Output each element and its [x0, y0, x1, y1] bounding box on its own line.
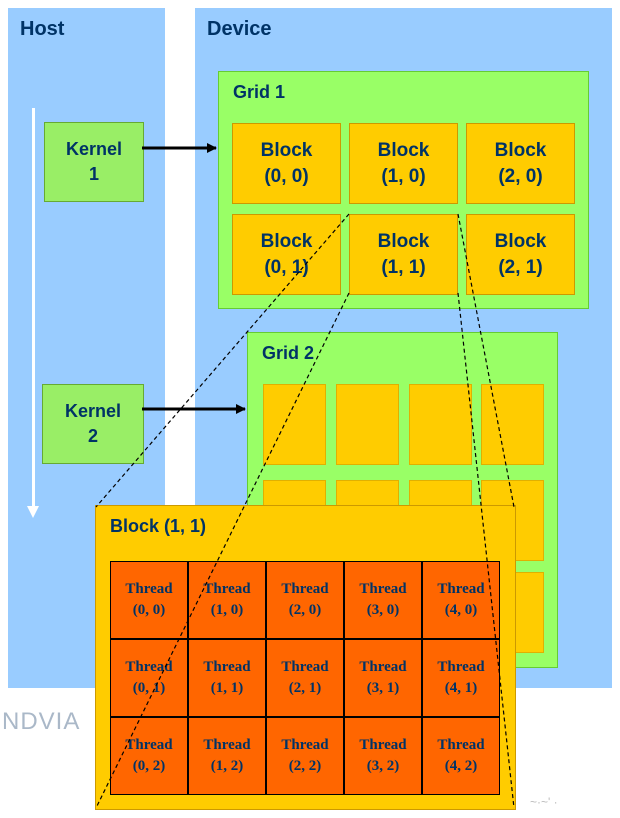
thread-label: Thread: [281, 659, 329, 675]
block-index: (0, 0): [264, 165, 309, 187]
thread-index: (2, 1): [288, 680, 322, 696]
thread-cell: Thread (2, 1): [266, 639, 344, 717]
timeline-arrow-shaft: [32, 108, 35, 508]
thread-cell: Thread(0, 1): [110, 639, 188, 717]
thread-cell: Thread (2, 2): [266, 717, 344, 795]
block-label: Block: [377, 230, 430, 252]
thread-label: Thread: [203, 737, 251, 753]
block-index: (1, 0): [381, 165, 426, 187]
block-detail-title: Block (1, 1): [110, 516, 207, 536]
zoom-line-left-top: [95, 213, 350, 508]
thread-label: Thread: [125, 737, 173, 753]
thread-cell: Thread (1, 2): [188, 717, 266, 795]
thread-label: Thread: [359, 737, 407, 753]
thread-cell: Thread (0, 2): [110, 717, 188, 795]
thread-cell: Thread (1, 1): [188, 639, 266, 717]
thread-label: Thread: [125, 581, 173, 597]
device-title: Device: [207, 18, 272, 40]
block-label: Block: [260, 230, 313, 252]
grid-1-title: Grid 1: [233, 82, 286, 102]
thread-index: (1, 2): [210, 758, 244, 774]
thread-label: Thread: [203, 659, 251, 675]
thread-index: (1, 1): [210, 680, 244, 696]
grid-1-block: Block (0, 1): [232, 214, 341, 295]
grid-2-block: [409, 384, 472, 465]
kernel-1-label: Kernel: [65, 139, 123, 159]
block-label: Block: [377, 139, 430, 161]
thread-label: Thread: [437, 659, 485, 675]
thread-label: Thread: [437, 737, 485, 753]
thread-label: Thread: [437, 581, 485, 597]
thread-index: (0, 0): [132, 602, 166, 618]
thread-cell: Thread (4, 2): [422, 717, 500, 795]
thread-cell: Thread (2, 0): [266, 561, 344, 639]
grid-1-block: Block (1, 1): [349, 214, 458, 295]
host-title: Host: [20, 18, 65, 40]
zoom-line-left-bottom: [95, 292, 350, 809]
thread-index: (1, 0): [210, 602, 244, 618]
thread-cell: Thread (3, 2): [344, 717, 422, 795]
thread-label: Thread: [203, 581, 251, 597]
thread-cell: Thread (3, 1): [344, 639, 422, 717]
thread-index: (3, 1): [366, 680, 400, 696]
block-index: (2, 0): [498, 165, 543, 187]
thread-index: (4, 1): [444, 680, 478, 696]
thread-cell: Thread (1, 0): [188, 561, 266, 639]
thread-index: (3, 0): [366, 602, 400, 618]
kernel-1-number: 1: [88, 164, 99, 184]
thread-label: Thread: [125, 659, 173, 675]
thread-index: (4, 2): [444, 758, 478, 774]
thread-cell: Thread (0, 0): [110, 561, 188, 639]
thread-index: (3, 2): [366, 758, 400, 774]
grid-1-block: Block (2, 1): [466, 214, 575, 295]
grid-2-block: [336, 384, 399, 465]
thread-index: (0, 2): [132, 758, 166, 774]
block-index: (0, 1): [264, 256, 309, 278]
kernel-2-number: 2: [87, 426, 98, 446]
thread-cell: Thread (4, 1): [422, 639, 500, 717]
block-index: (2, 1): [498, 256, 543, 278]
grid-2-block: [481, 384, 544, 465]
zoom-line-right-top: [457, 213, 515, 508]
thread-index: (2, 0): [288, 602, 322, 618]
block-index: (1, 1): [381, 256, 426, 278]
grid-1-block: Block (0, 0): [232, 123, 341, 204]
watermark-mark: ~·~' ·: [530, 795, 558, 809]
timeline-arrow-head: [27, 506, 39, 518]
zoom-line-right-bottom: [457, 292, 515, 809]
grid-1-block: Block (1, 0): [349, 123, 458, 204]
thread-label: Thread: [281, 737, 329, 753]
kernel-1-box: Kernel 1: [44, 122, 144, 202]
kernel-2-label: Kernel: [64, 401, 122, 421]
thread-cell: Thread (3, 0): [344, 561, 422, 639]
thread-label: Thread: [281, 581, 329, 597]
kernel-2-box: Kernel 2: [42, 384, 144, 464]
thread-index: (4, 0): [444, 602, 478, 618]
block-label: Block: [494, 230, 547, 252]
thread-index: (2, 2): [288, 758, 322, 774]
grid-2-title: Grid 2: [262, 343, 315, 363]
grid-1-block: Block (2, 0): [466, 123, 575, 204]
block-label: Block: [260, 139, 313, 161]
watermark-text: NDVIA: [2, 708, 81, 735]
thread-label: Thread: [359, 659, 407, 675]
thread-label: Thread: [359, 581, 407, 597]
grid-2-block: [263, 384, 326, 465]
thread-cell: Thread (4, 0): [422, 561, 500, 639]
block-label: Block: [494, 139, 547, 161]
